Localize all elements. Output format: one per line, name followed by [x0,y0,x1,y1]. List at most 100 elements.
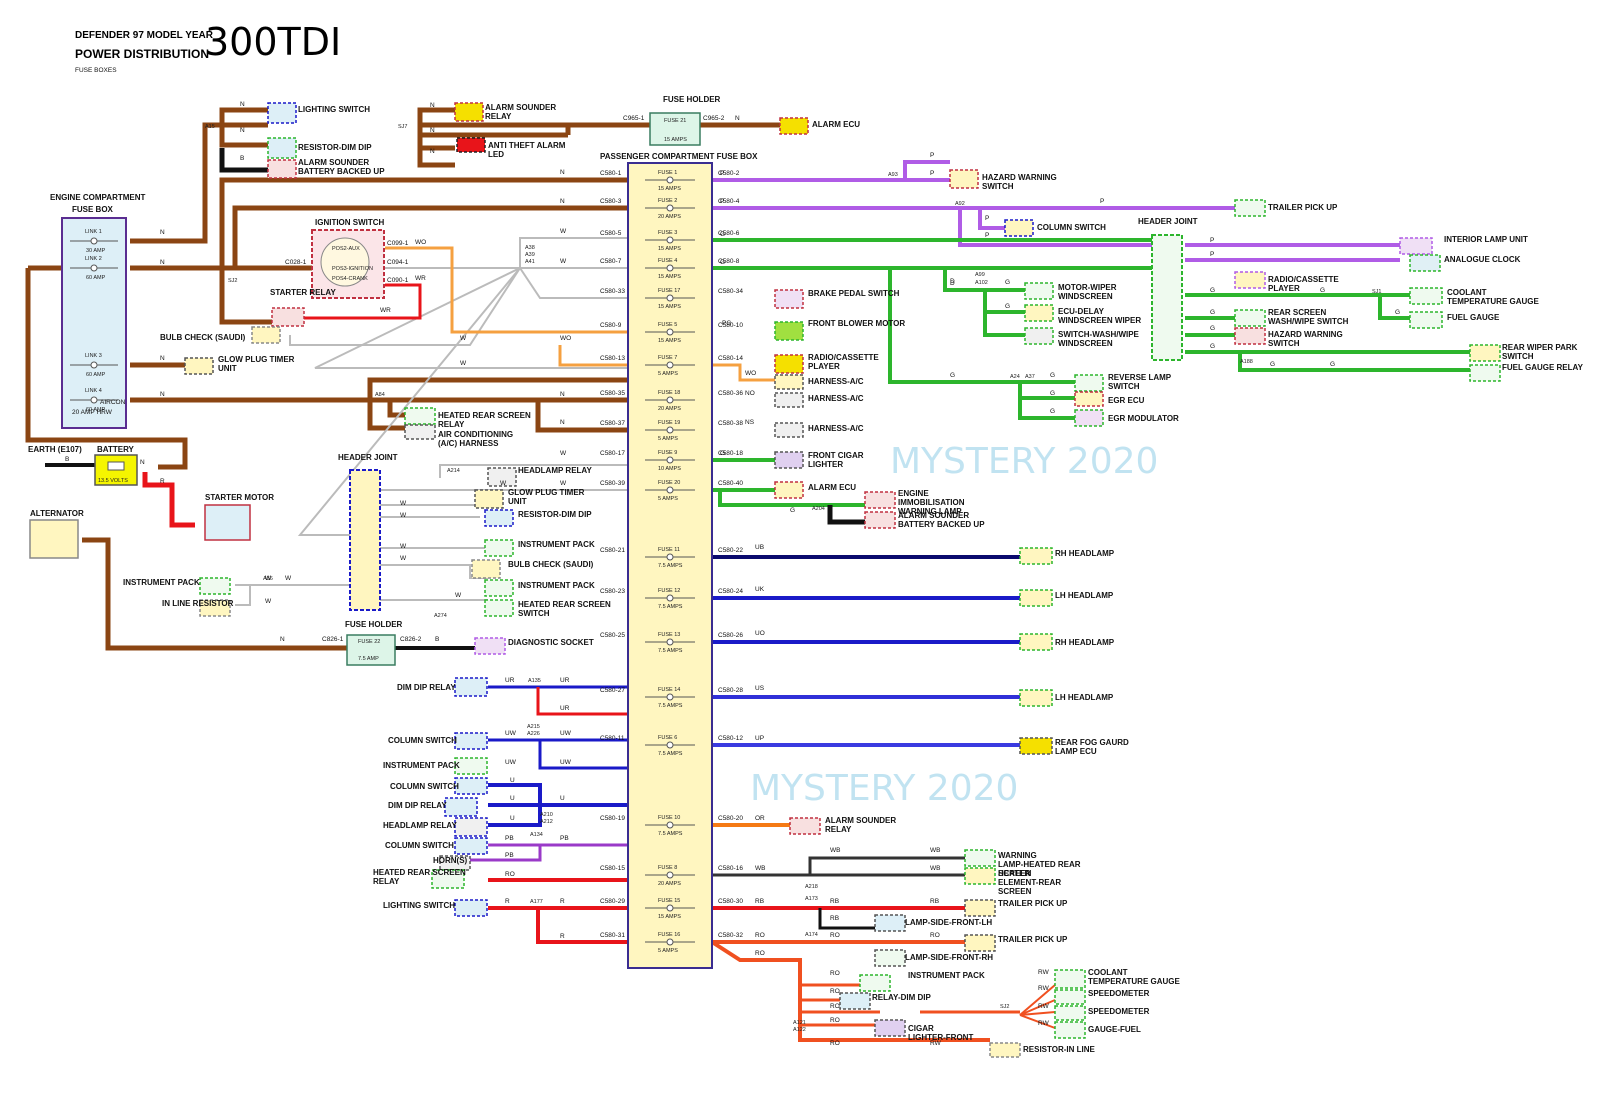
title-line3: FUSE BOXES [75,67,117,74]
fuel-gauge-label: FUEL GAUGE [1447,313,1500,322]
interior-lamp-label-line: INTERIOR LAMP UNIT [1444,235,1528,244]
wire-code: PB [560,835,569,842]
heated-rear-switch-box [484,599,514,617]
diagnostic-socket-label-line: DIAGNOSTIC SOCKET [508,638,594,647]
alarm-sounder-bb-box [864,511,896,529]
alarm-sounder-bb-label-line: BATTERY BACKED UP [898,520,985,529]
alarm-sounder-relay2-box [789,817,821,835]
fuse-in-connector: C580-35 [600,390,625,397]
heated-rear-relay-l-box [431,869,465,889]
fuse-holder-top-out: C965-2 [703,115,725,122]
splice-label: A92 [955,201,965,207]
fuse-out-connector: C580-22 [718,547,743,554]
diagnostic-socket-label: DIAGNOSTIC SOCKET [508,638,594,647]
wire-code: PB [505,835,514,842]
instrument-pack2: INSTRUMENT PACK [484,579,595,597]
column-switch-label-line: COLUMN SWITCH [1037,223,1106,232]
speedometer1: SPEEDOMETER [1054,989,1150,1005]
cigar-front-label-line: FRONT CIGAR [808,451,864,460]
column-switch-l2: COLUMN SWITCH [390,777,488,795]
instrument-pack-left-label: INSTRUMENT PACK [123,578,200,587]
wire-code: RO [830,988,840,995]
wire-code: UR [560,677,570,684]
switch-wash-label-line: WINDSCREEN [1058,339,1113,348]
fuel-gauge-relay: FUEL GAUGE RELAY [1469,363,1584,382]
lh-headlamp1-label-line: LH HEADLAMP [1055,591,1114,600]
wire-code: RO [930,932,940,939]
fuse-name: FUSE 8 [658,865,677,871]
fuse-in-connector: C580-27 [600,687,625,694]
wire-code: RB [830,898,839,905]
splice-label: A41 [525,259,535,265]
wire-code: W [460,335,467,342]
diagnostic-socket: DIAGNOSTIC SOCKET [474,637,594,655]
front-blower-label-line: FRONT BLOWER MOTOR [808,319,905,328]
air-con-harness: AIR CONDITIONING(A/C) HARNESS [404,424,513,448]
fuse-in-connector: C580-13 [600,355,625,362]
speedometer1-label-line: SPEEDOMETER [1088,989,1150,998]
brake-pedal-label: BRAKE PEDAL SWITCH [808,289,900,298]
purple-wires [712,160,1400,262]
lamp-side-lh-label-line: LAMP-SIDE-FRONT-LH [905,918,992,927]
alarm-sounder-battery-box [267,159,297,179]
fuse-holder-top-fuse: FUSE 21 [664,118,686,124]
instrument-pack-box [484,539,514,557]
rear-wiper-switch-box [1469,344,1501,362]
column-switch-l2-label-line: COLUMN SWITCH [390,782,459,791]
fuse-symbol [666,741,674,749]
title-line1: DEFENDER 97 MODEL YEAR [75,30,214,41]
column-switch-l1-box [454,732,488,750]
splice-label: A177 [530,899,543,905]
instrument-pack2-label-line: INSTRUMENT PACK [518,581,595,590]
rh-headlamp1-box [1019,547,1053,565]
fuse-out-connector: C580-30 [718,898,743,905]
horns-label-line: HORN(S) [433,856,468,865]
wire-code: B [240,155,244,162]
harness-ac2-label: HARNESS-A/C [808,394,864,403]
fuse-name: FUSE 5 [658,322,677,328]
column-switch-l1-label: COLUMN SWITCH [388,736,457,745]
resistor-dim-dip: RESISTOR-DIM DIP [267,137,372,159]
fuse-in-connector: C580-31 [600,932,625,939]
fuse-out-connector: C580-4 [718,198,740,205]
wire-code: W [285,575,292,582]
resistor-dim-dip2-label-line: RESISTOR-DIM DIP [518,510,592,519]
fuse-amps: 7.5 AMPS [658,831,683,837]
engine-link: LINK 260 AMP [70,256,118,281]
splice-label: A84 [375,392,385,398]
fuse-symbol [666,693,674,701]
hazard-lamp-label-line: SWITCH [1268,339,1300,348]
wire-code: RB [830,915,839,922]
fuse-symbol [666,361,674,369]
alarm-ecu2-box [774,481,804,499]
switch-wash-box [1024,327,1054,345]
dim-dip-relay2-label-line: DIM DIP RELAY [388,801,447,810]
wire-code: W [560,258,567,265]
battery-volts: 13.5 VOLTS [98,478,128,484]
column-switch-l3-box [454,837,488,855]
splice-label: A188 [1240,359,1253,365]
fuel-gauge: FUEL GAUGE [1409,311,1500,329]
resistor-in-line-label: RESISTOR-IN LINE [1023,1045,1096,1054]
fuse-holder-top-title: FUSE HOLDER [663,95,721,104]
fuse-symbol [666,204,674,212]
anti-theft-led-label-line: LED [488,150,504,159]
wire-code: N [160,355,165,362]
brake-pedal-label-line: BRAKE PEDAL SWITCH [808,289,900,298]
trailer-pickup: TRAILER PICK UP [1234,199,1338,217]
splice-label: A36 [263,576,273,582]
warning-heated-label-line: SCREEN [998,869,1032,878]
trailer-pickup-box [1234,199,1266,217]
alternator-label: ALTERNATOR [30,509,84,518]
